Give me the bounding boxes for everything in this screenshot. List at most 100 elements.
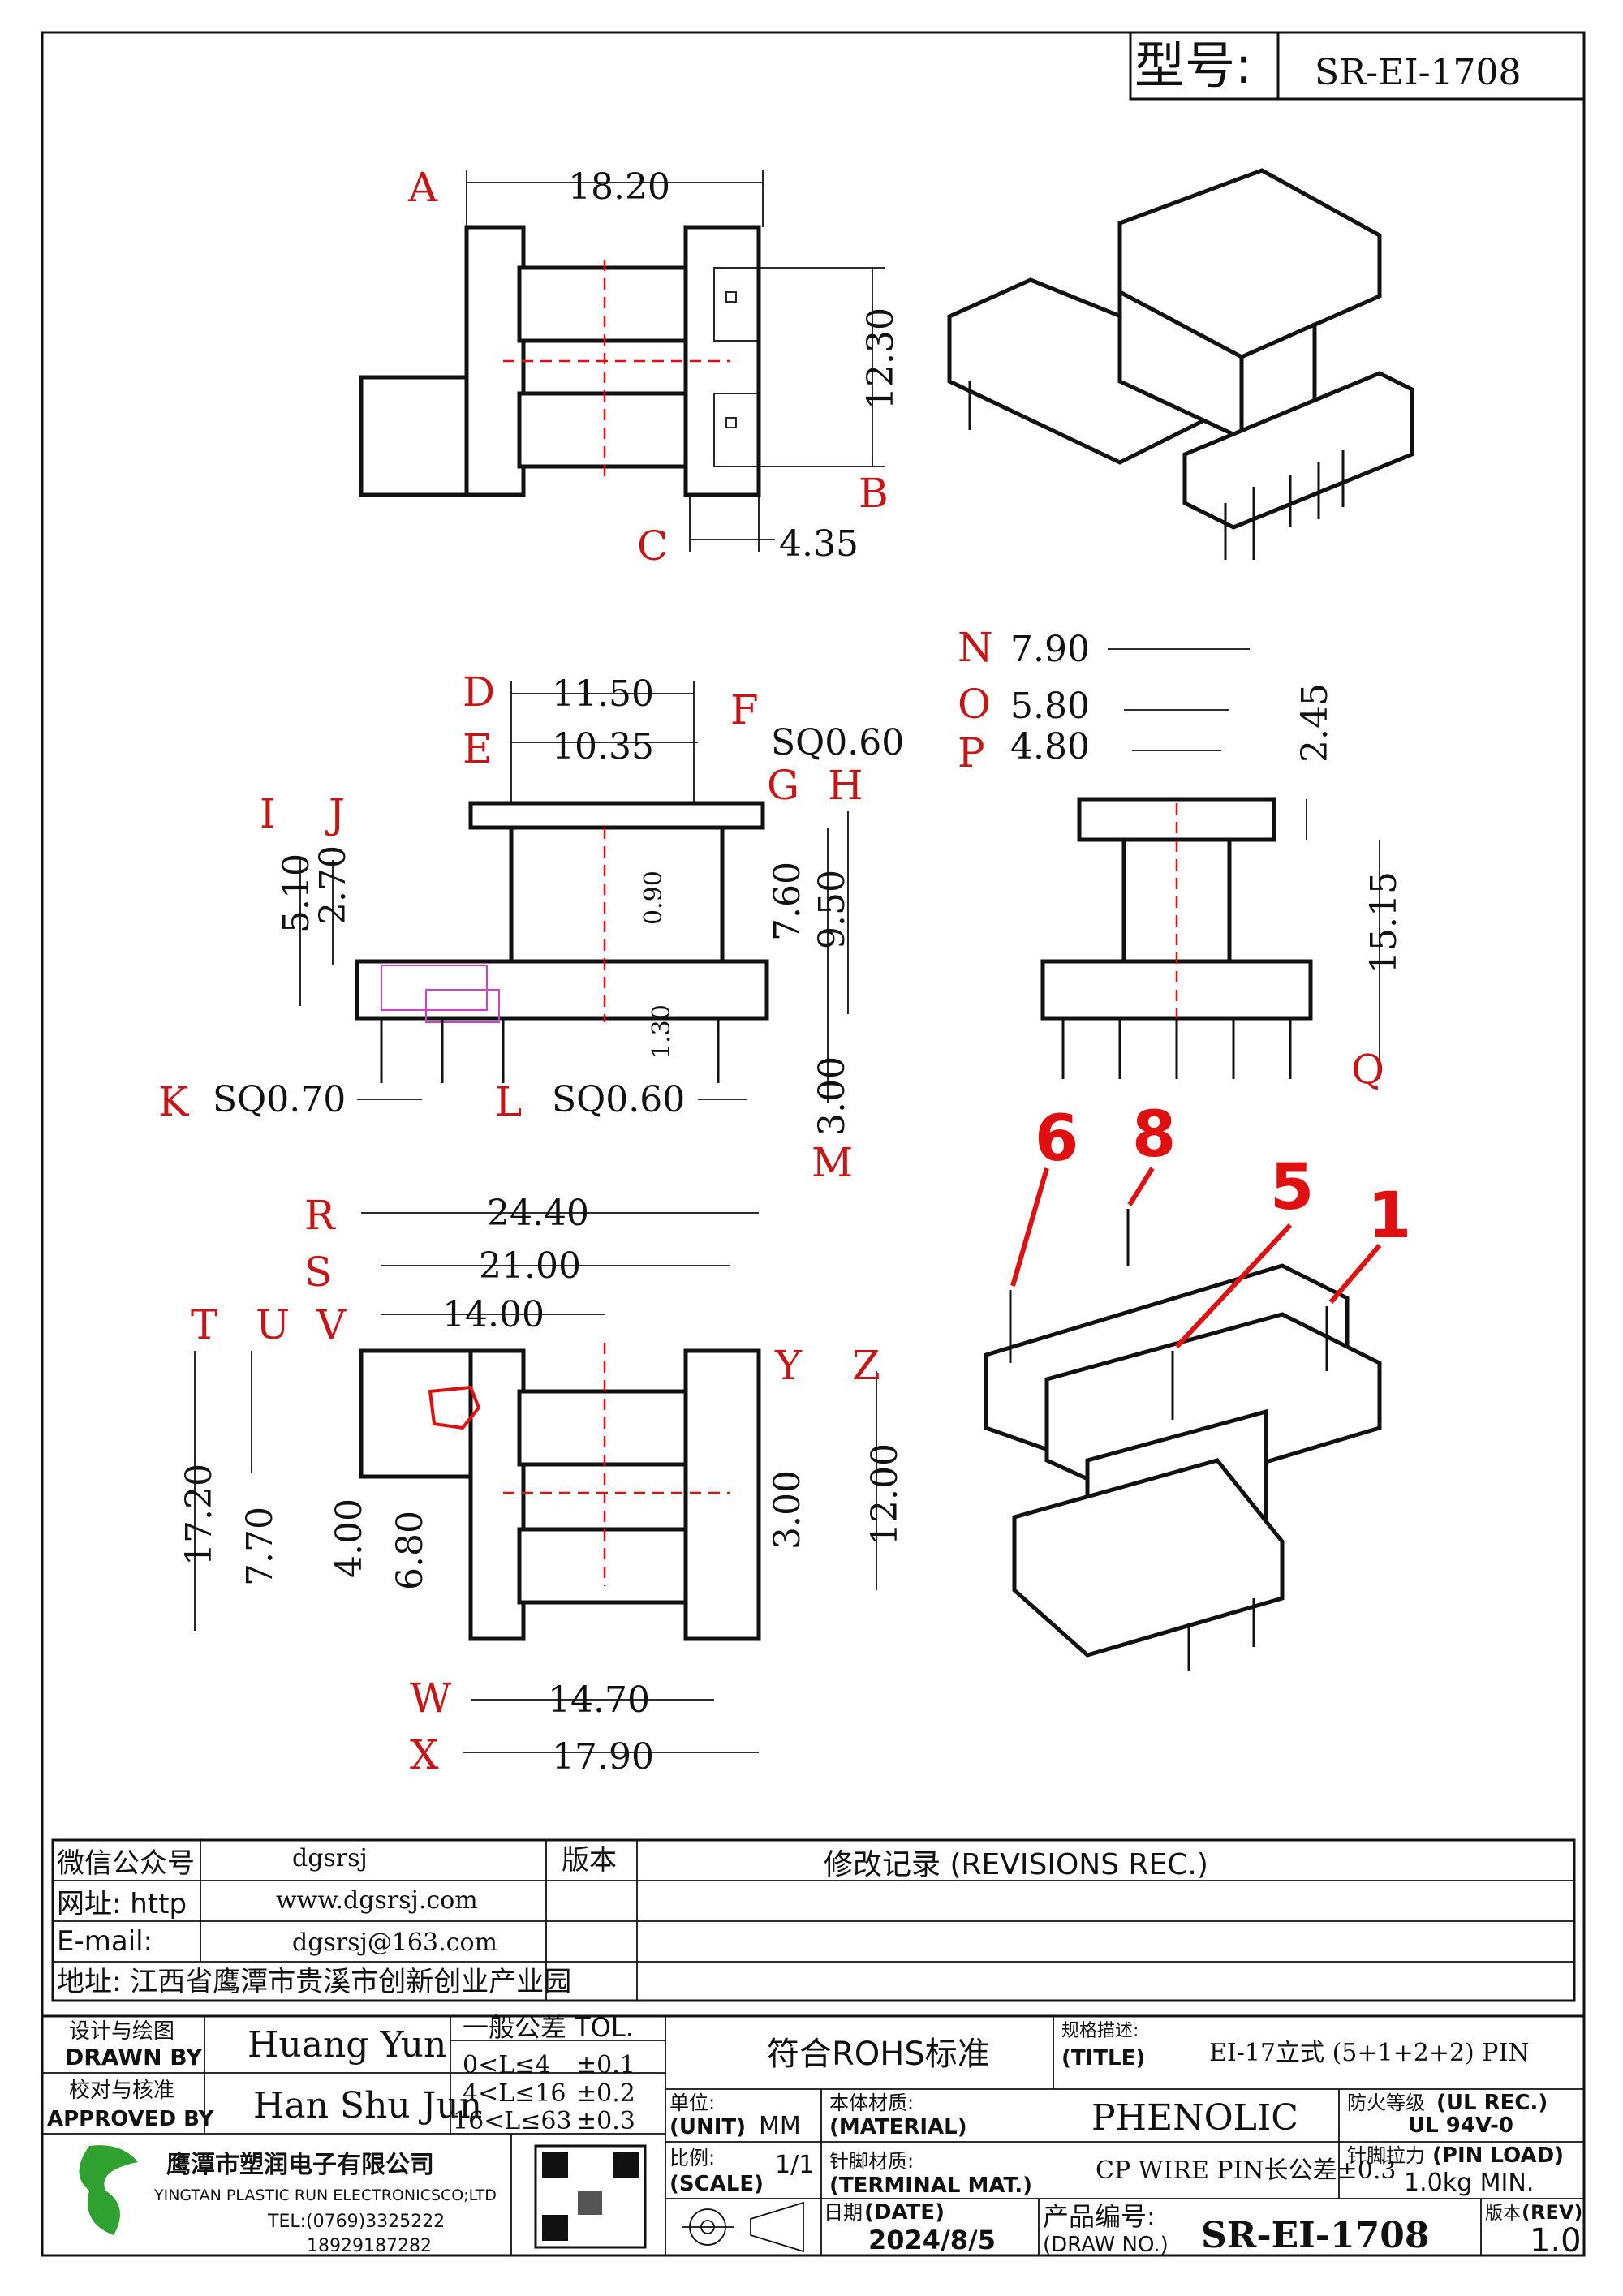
iso-view-top xyxy=(947,168,1414,560)
top-view xyxy=(359,170,885,552)
dim-T: 17.20 xyxy=(179,1464,220,1566)
dim-W-side: 6.80 xyxy=(390,1511,431,1590)
email-value: dgsrsj@163.com xyxy=(292,1928,497,1957)
terminal-cn: 针脚材质: xyxy=(829,2150,914,2173)
side-view xyxy=(1040,648,1380,1079)
letter-K: K xyxy=(158,1078,190,1125)
fire-value: UL 94V-0 xyxy=(1408,2113,1513,2138)
rev-en: (REV) xyxy=(1522,2201,1582,2224)
company-tel: TEL:(0769)3325222 xyxy=(267,2212,445,2232)
fire-en: (UL REC.) xyxy=(1436,2091,1548,2115)
dim-U: 7.70 xyxy=(239,1507,281,1586)
letter-X: X xyxy=(410,1731,439,1778)
approved-en: APPROVED BY xyxy=(47,2107,215,2131)
tol-value-2: ±0.2 xyxy=(576,2079,635,2108)
info-table xyxy=(51,1838,1576,2002)
letter-R: R xyxy=(304,1192,336,1239)
dim-P: 4.80 xyxy=(1010,726,1090,767)
company-en: YINGTAN PLASTIC RUN ELECTRONICSCO;LTD xyxy=(153,2186,497,2204)
tol-range-1: 0<L≤4 xyxy=(463,2051,550,2079)
letter-I: I xyxy=(260,790,276,837)
tol-value-3: ±0.3 xyxy=(576,2107,635,2135)
pinload-value: 1.0kg MIN. xyxy=(1404,2169,1534,2197)
drawn-en: DRAWN BY xyxy=(65,2044,203,2070)
date-value: 2024/8/5 xyxy=(868,2225,996,2255)
letter-L: L xyxy=(495,1078,522,1125)
dim-X: 17.90 xyxy=(552,1736,654,1778)
letter-U: U xyxy=(256,1301,290,1348)
terminal-value: CP WIRE PIN长公差±0.3 xyxy=(1096,2156,1397,2185)
dim-O: 5.80 xyxy=(1010,686,1090,727)
pin-number-5: 5 xyxy=(1270,1151,1314,1224)
letter-B: B xyxy=(859,470,889,517)
dim-F: SQ0.60 xyxy=(771,722,904,763)
letter-J: J xyxy=(325,790,345,837)
web-label: 网址: http xyxy=(57,1888,187,1920)
letter-C: C xyxy=(637,522,668,570)
approved-name: Han Shu Jun xyxy=(253,2085,482,2126)
date-en: (DATE) xyxy=(864,2200,945,2225)
dim-K: SQ0.70 xyxy=(213,1079,346,1120)
company-mobile: 18929187282 xyxy=(307,2236,432,2256)
model-label: 型号: xyxy=(1134,36,1252,95)
company-cn: 鹰潭市塑润电子有限公司 xyxy=(166,2151,434,2179)
letter-P: P xyxy=(958,729,985,776)
material-value: PHENOLIC xyxy=(1091,2097,1298,2139)
pin-number-6: 6 xyxy=(1035,1103,1078,1176)
wechat-value: dgsrsj xyxy=(292,1844,368,1872)
letter-O: O xyxy=(958,681,991,728)
scale-en: (SCALE) xyxy=(669,2172,764,2196)
revision-column: 版本 xyxy=(562,1844,617,1877)
letter-S: S xyxy=(304,1249,332,1296)
dim-top-pin: 2.45 xyxy=(1294,683,1336,763)
dim-IJ-inner: 2.70 xyxy=(312,845,354,925)
drawn-name: Huang Yun xyxy=(248,2024,446,2066)
letter-N: N xyxy=(958,624,993,671)
dim-B: 12.30 xyxy=(860,307,902,410)
model-header: 型号: SR-EI-1708 xyxy=(1129,31,1586,101)
dim-S: 21.00 xyxy=(479,1245,581,1287)
dim-D: 11.50 xyxy=(552,673,654,715)
tol-value-1: ±0.1 xyxy=(576,2051,635,2079)
letter-A: A xyxy=(407,164,438,211)
scale-cn: 比例: xyxy=(669,2147,715,2169)
date-cn: 日期 xyxy=(824,2201,863,2224)
title-en: (TITLE) xyxy=(1061,2046,1145,2070)
letter-H: H xyxy=(828,762,863,809)
letter-Z: Z xyxy=(852,1342,880,1389)
letter-Y: Y xyxy=(774,1342,803,1389)
dim-N: 7.90 xyxy=(1010,629,1090,670)
letter-G: G xyxy=(767,762,799,809)
unit-en: (UNIT) xyxy=(669,2115,746,2139)
company-logo xyxy=(79,2145,138,2235)
title-value: EI-17立式 (5+1+2+2) PIN xyxy=(1209,2039,1530,2067)
email-label: E-mail: xyxy=(57,1925,153,1958)
drawno-en: (DRAW NO.) xyxy=(1043,2233,1169,2257)
model-value: SR-EI-1708 xyxy=(1315,52,1521,93)
tol-range-3: 16<L≤63 xyxy=(453,2107,572,2135)
letter-Q: Q xyxy=(1351,1046,1384,1093)
pinload-cn: 针脚拉力 xyxy=(1347,2144,1425,2167)
approved-cn: 校对与核准 xyxy=(69,2079,174,2103)
dim-Q: 15.15 xyxy=(1363,871,1405,974)
material-en: (MATERIAL) xyxy=(829,2115,967,2139)
dim-M: 3.00 xyxy=(812,1056,853,1136)
dim-E: 10.35 xyxy=(552,726,654,767)
drawno-cn: 产品编号: xyxy=(1043,2201,1156,2232)
unit-cn: 单位: xyxy=(669,2092,715,2114)
title-cn: 规格描述: xyxy=(1061,2021,1139,2041)
letter-F: F xyxy=(730,686,759,733)
dim-C: 4.35 xyxy=(779,523,859,565)
scale-value: 1/1 xyxy=(775,2151,814,2179)
dim-Z: 12.00 xyxy=(864,1443,906,1546)
revision-title: 修改记录 (REVISIONS REC.) xyxy=(824,1848,1208,1881)
letter-T: T xyxy=(191,1301,217,1348)
dim-V-small: 4.00 xyxy=(329,1498,370,1578)
letter-E: E xyxy=(463,725,493,772)
tol-title: 一般公差 TOL. xyxy=(463,2012,634,2043)
drawn-cn: 设计与绘图 xyxy=(69,2019,174,2044)
dim-GH-a: 7.60 xyxy=(767,862,808,941)
dim-V: 14.00 xyxy=(442,1294,545,1335)
dim-R: 24.40 xyxy=(487,1193,589,1234)
terminal-en: (TERMINAL MAT.) xyxy=(829,2173,1032,2198)
